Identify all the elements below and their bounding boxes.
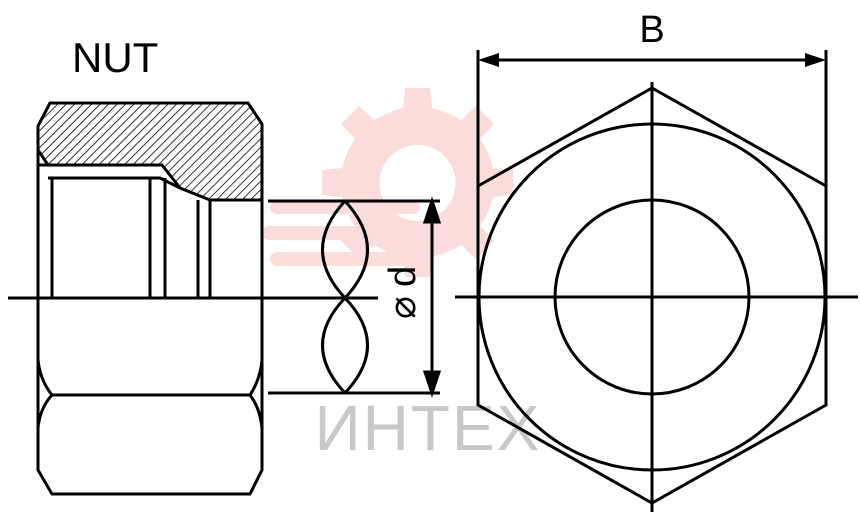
diameter-letter: d	[382, 266, 424, 287]
width-dimension	[476, 50, 828, 186]
gear-logo-icon	[262, 88, 513, 277]
watermark-text: ИНТЕХ	[315, 392, 542, 464]
thread-dimension	[268, 196, 442, 398]
width-dimension-label: B	[639, 9, 664, 51]
nut-front-view	[455, 82, 858, 512]
diameter-label: ⌀ d	[382, 266, 424, 319]
diameter-symbol: ⌀	[382, 296, 424, 319]
page-title: NUT	[72, 34, 158, 81]
nut-side-view	[36, 101, 264, 496]
